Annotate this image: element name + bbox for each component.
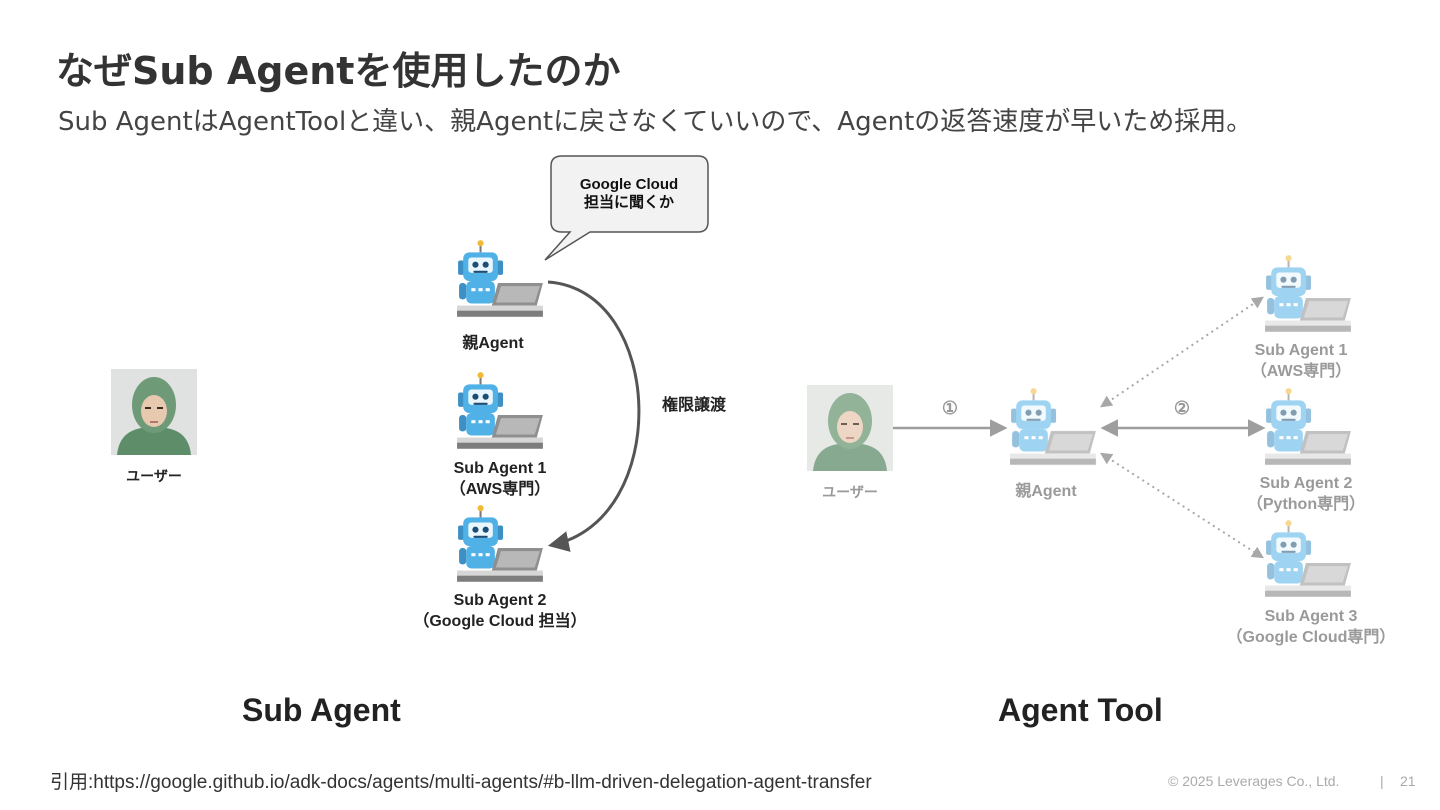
citation-text: 引用:https://google.github.io/adk-docs/age…	[50, 767, 872, 794]
sub-agent-1-label: Sub Agent 1 （AWS専門）	[420, 458, 580, 500]
right-parent-agent-label: 親Agent	[986, 481, 1106, 502]
copyright-text: © 2025 Leverages Co., Ltd.	[1168, 773, 1339, 789]
right-sub-agent-1-robot-icon	[1265, 255, 1351, 332]
step2-label: ②	[1162, 398, 1202, 419]
sub-agent-2-label: Sub Agent 2 （Google Cloud 担当）	[400, 590, 600, 632]
right-user-avatar	[807, 385, 893, 471]
step1-label: ①	[930, 398, 970, 419]
sub-agent-section-label: Sub Agent	[242, 692, 401, 729]
agent-tool-section-label: Agent Tool	[998, 692, 1163, 729]
right-sub-agent-1-label: Sub Agent 1 （AWS専門）	[1221, 340, 1381, 382]
left-user-avatar	[111, 369, 197, 455]
bubble-line-2: 担当に聞くか	[556, 194, 702, 212]
right-parent-agent-robot-icon	[1010, 388, 1096, 465]
speech-bubble-text: Google Cloud 担当に聞くか	[556, 176, 702, 212]
right-sub-agent-2-label: Sub Agent 2 （Python専門）	[1216, 473, 1396, 515]
bubble-line-1: Google Cloud	[556, 176, 702, 194]
right-user-label: ユーザー	[800, 482, 900, 503]
transfer-label: 権限譲渡	[654, 395, 734, 416]
sub-agent-2-robot-icon	[457, 505, 543, 582]
parent-agent-label: 親Agent	[433, 333, 553, 354]
parent-agent-robot-icon	[457, 240, 543, 317]
footer-separator: |	[1380, 773, 1384, 789]
left-user-label: ユーザー	[104, 466, 204, 487]
right-sub-agent-2-robot-icon	[1265, 388, 1351, 465]
transfer-arrow	[548, 282, 639, 545]
right-sub-agent-3-robot-icon	[1265, 520, 1351, 597]
sub-agent-1-robot-icon	[457, 372, 543, 449]
page-number: 21	[1400, 773, 1416, 789]
right-sub-agent-3-label: Sub Agent 3 （Google Cloud専門）	[1206, 606, 1416, 648]
